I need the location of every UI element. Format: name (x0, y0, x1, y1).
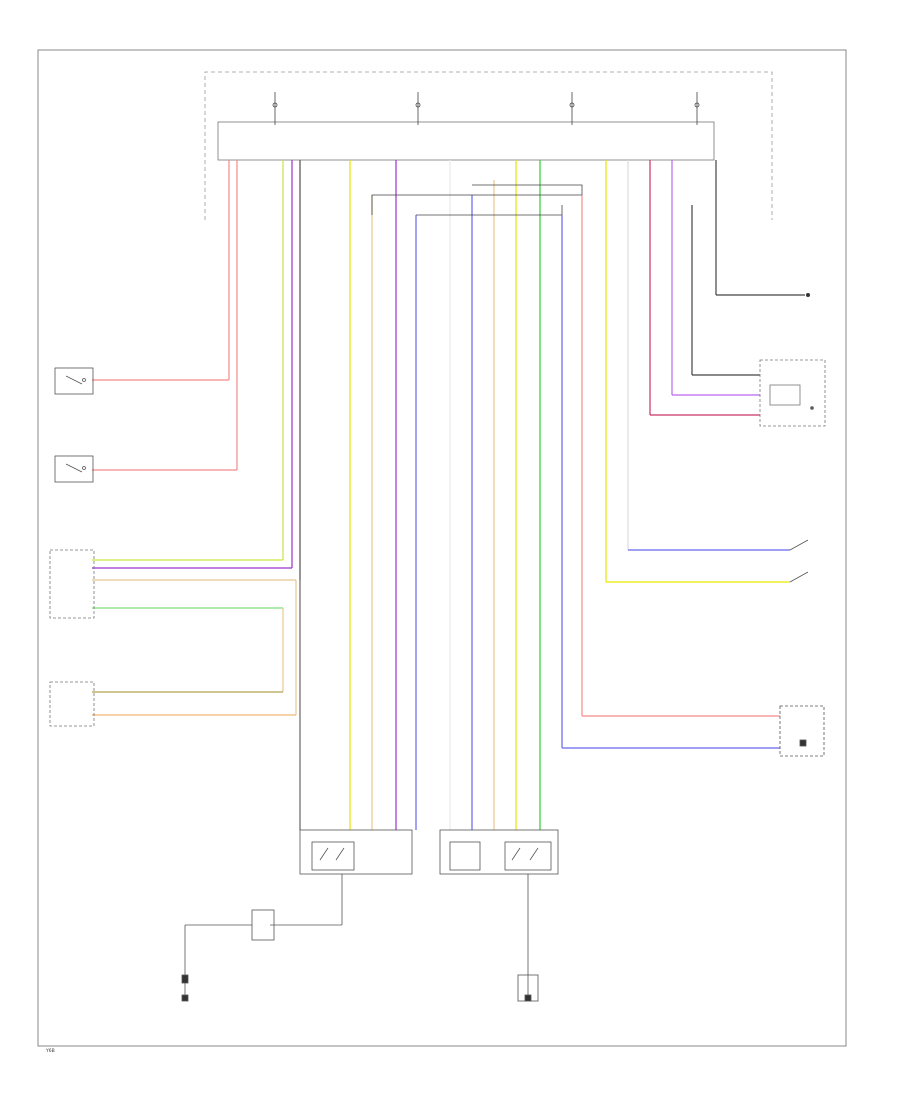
junction-point-right (806, 293, 810, 297)
combination-switch (49, 549, 95, 619)
fuse-group (272, 92, 700, 125)
left-door-courtesy-switch (54, 367, 94, 395)
wire-center-bundle (349, 160, 541, 830)
footer-code: Y6B (45, 1048, 55, 1054)
door-lock-detection-switch (789, 539, 809, 583)
wire-combination-switch (92, 160, 301, 830)
power-door-lock-motor (759, 359, 826, 427)
fuse-panel-boundary (204, 71, 773, 220)
right-front-door-lock-assembly (439, 829, 559, 1000)
engine-control-module (49, 681, 95, 727)
wire-right-bundle (561, 160, 805, 749)
ground-left (181, 900, 343, 1002)
wire-red-left (92, 160, 238, 471)
diagram-frame (37, 49, 847, 1047)
ground-right (517, 974, 539, 1002)
back-door-switch (779, 705, 825, 757)
top-connector-block (217, 121, 715, 161)
right-door-courtesy-switch (54, 455, 94, 483)
wire-crossovers (371, 184, 583, 216)
left-front-door-lock-assembly (299, 829, 413, 900)
